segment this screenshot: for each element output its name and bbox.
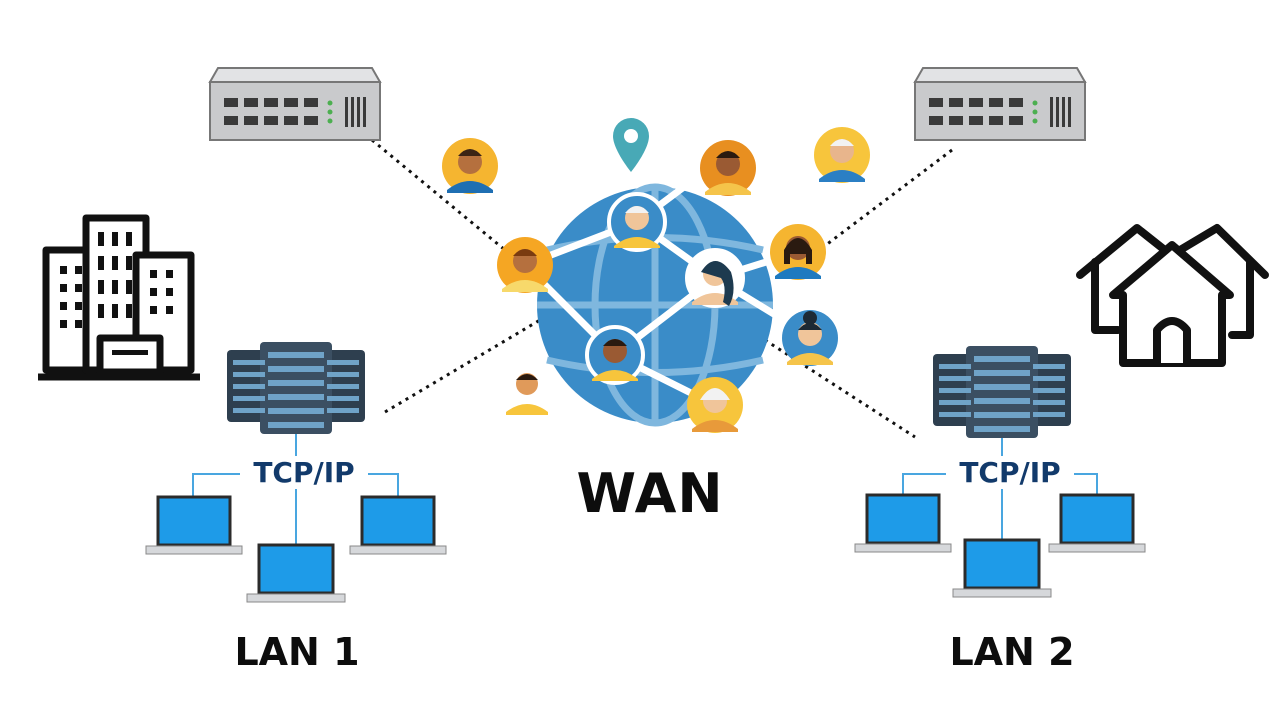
avatar-1 bbox=[442, 138, 498, 194]
wan-label: WAN bbox=[576, 462, 724, 525]
avatar-9 bbox=[585, 325, 645, 385]
location-pin-icon bbox=[613, 118, 649, 172]
office-building-icon bbox=[38, 214, 200, 381]
router-2 bbox=[913, 67, 1087, 141]
lan2-label: LAN 2 bbox=[949, 630, 1075, 674]
houses-icon bbox=[1076, 224, 1269, 367]
user-avatars bbox=[442, 127, 870, 433]
laptop-lan2-right bbox=[1048, 493, 1146, 553]
laptop-lan1-bottom bbox=[246, 543, 346, 603]
avatar-6 bbox=[685, 248, 745, 308]
laptop-lan1-right bbox=[349, 495, 447, 555]
lan1-to-globe-line bbox=[384, 318, 541, 414]
avatar-10 bbox=[501, 364, 553, 416]
dotted-links bbox=[371, 138, 953, 439]
lan1-label: LAN 1 bbox=[234, 630, 360, 674]
lan2-protocol-label: TCP/IP bbox=[946, 456, 1074, 489]
avatar-3 bbox=[814, 127, 870, 183]
router-1 bbox=[208, 67, 382, 141]
router2-to-globe-line bbox=[821, 148, 953, 250]
server-rack-1 bbox=[227, 342, 365, 434]
avatar-4 bbox=[607, 192, 667, 252]
avatar-5 bbox=[497, 237, 553, 293]
lan1-protocol-label: TCP/IP bbox=[240, 456, 368, 489]
avatar-11 bbox=[687, 377, 743, 433]
laptop-lan2-bottom bbox=[952, 538, 1052, 598]
laptop-lan1-left bbox=[145, 495, 243, 555]
laptop-lan2-left bbox=[854, 493, 952, 553]
lan2-to-globe-line bbox=[764, 338, 916, 439]
avatar-8 bbox=[782, 310, 838, 366]
server-rack-2 bbox=[933, 346, 1071, 438]
avatar-2 bbox=[700, 140, 756, 196]
avatar-7 bbox=[770, 224, 826, 280]
